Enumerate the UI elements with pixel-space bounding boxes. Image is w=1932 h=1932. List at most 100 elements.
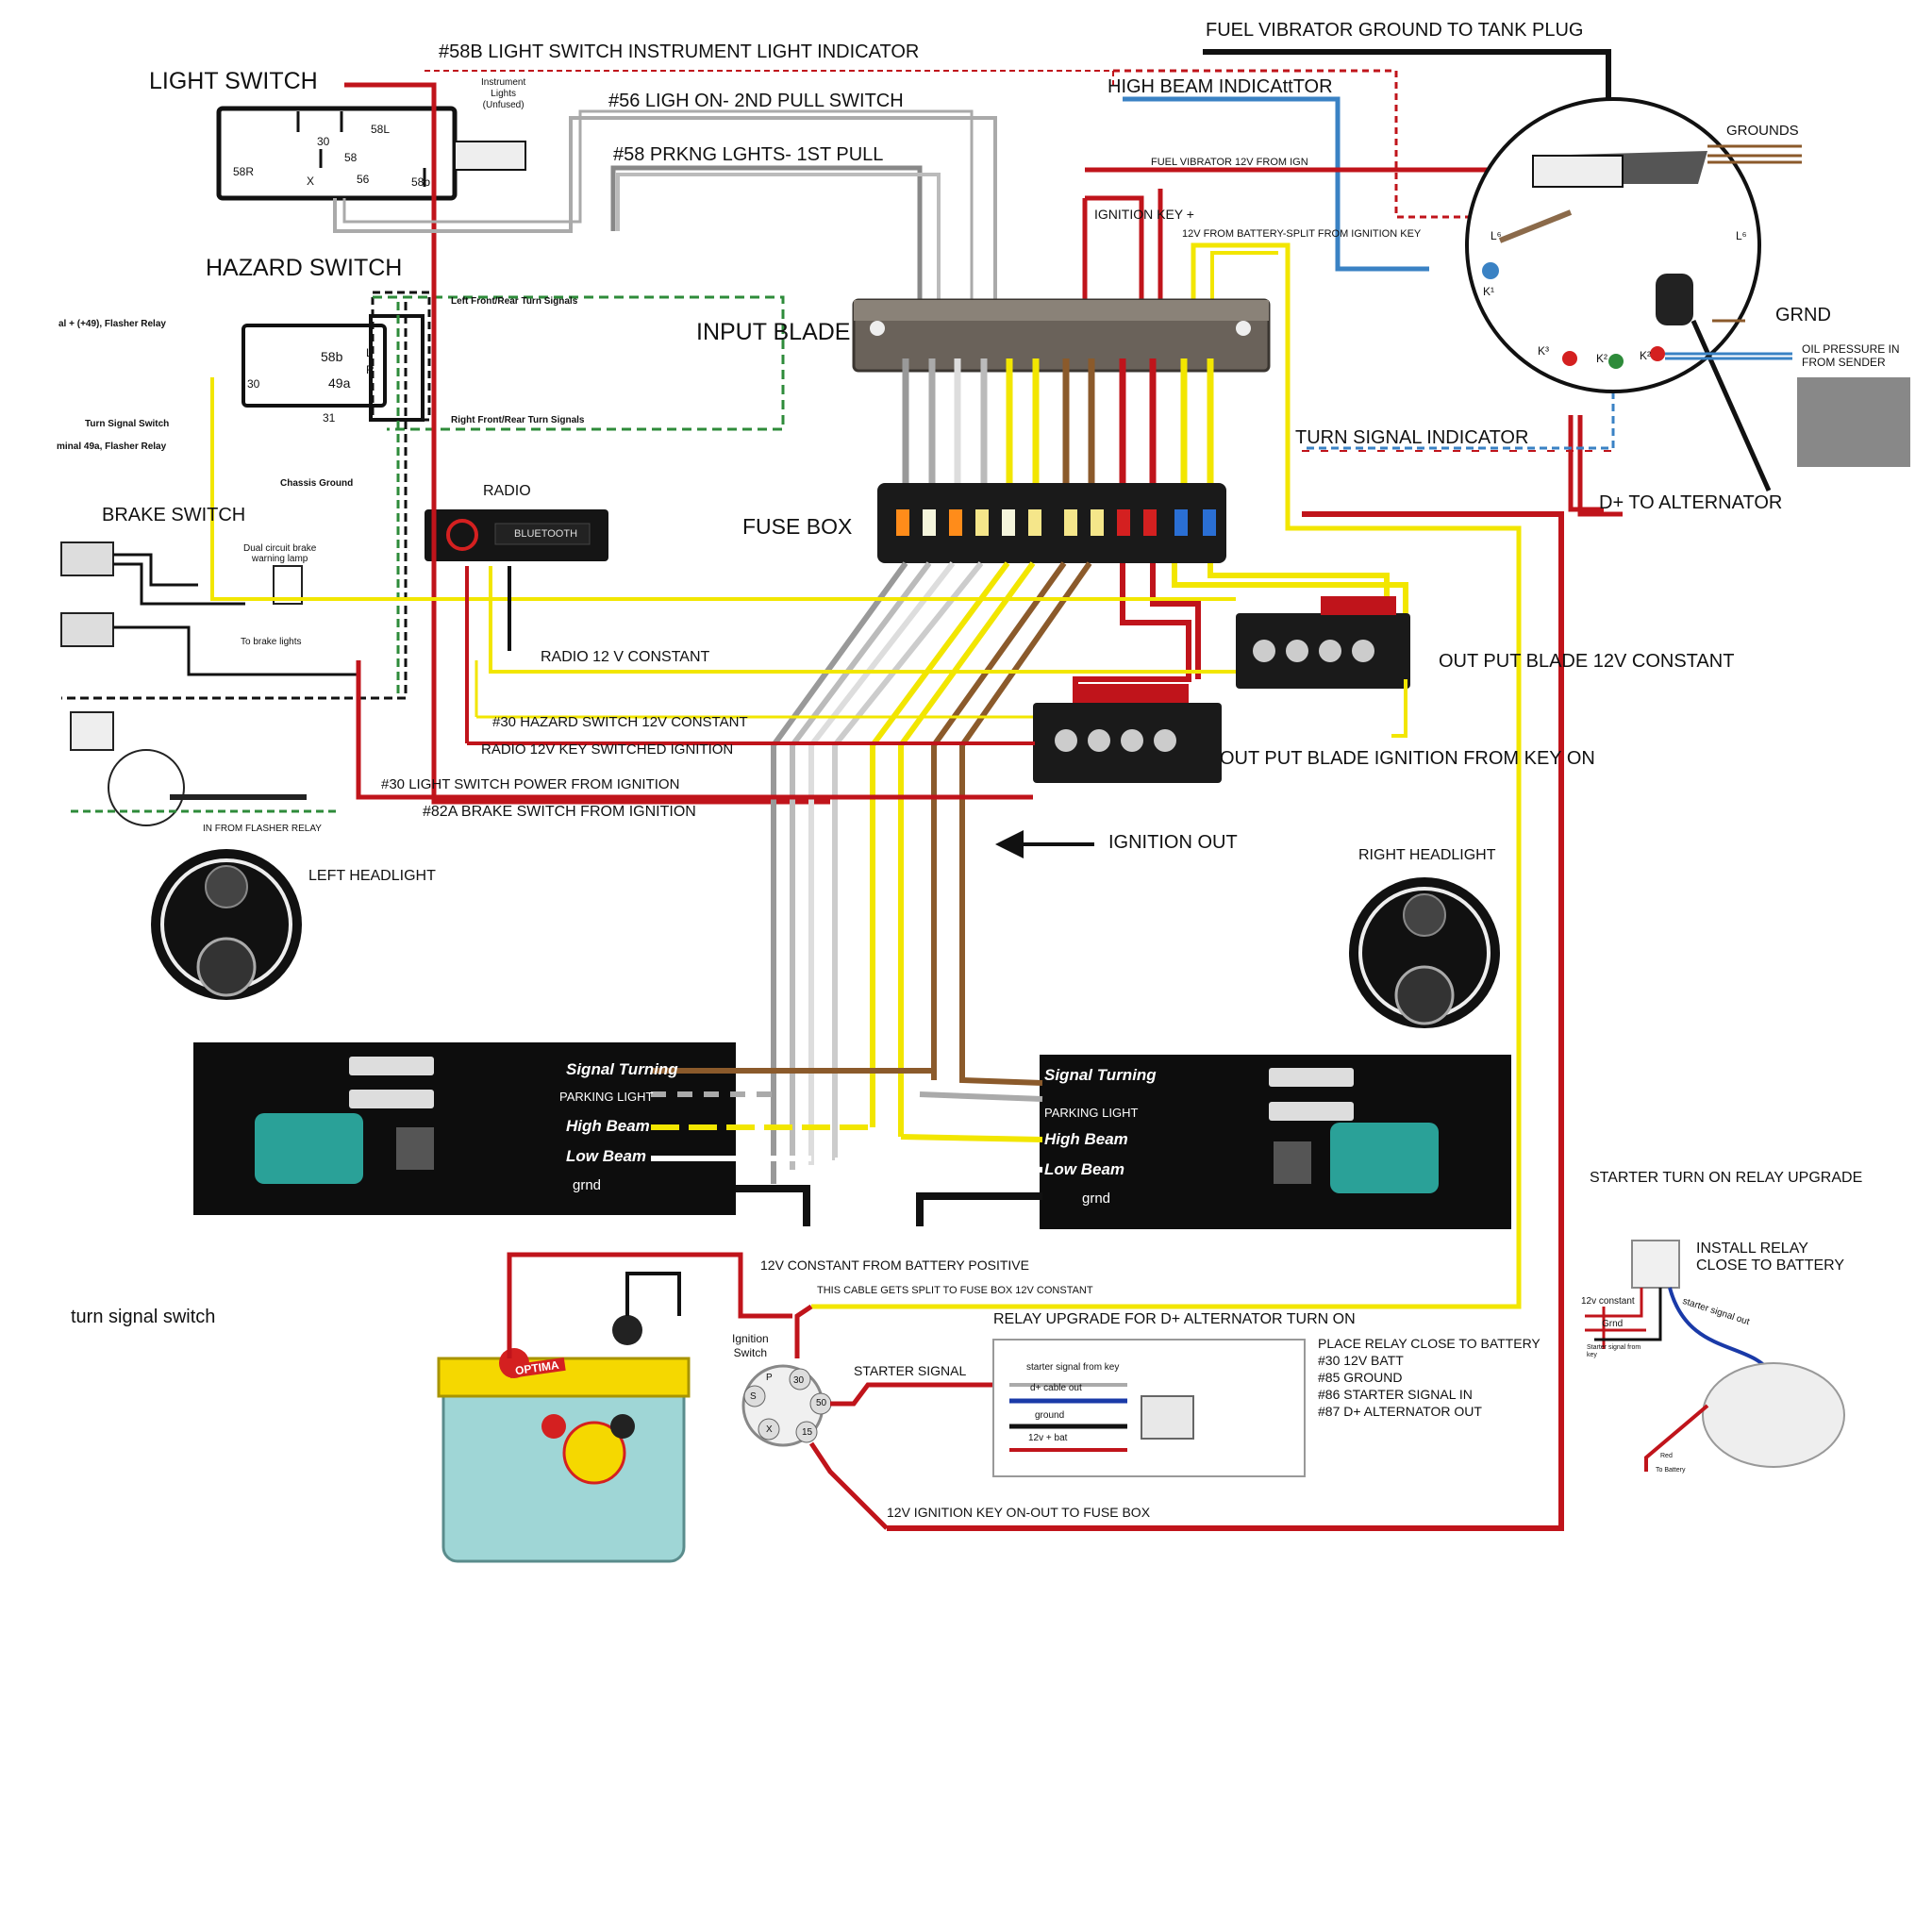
terminal-label: 56	[357, 173, 370, 186]
headlight-feed-wires	[651, 1066, 1043, 1226]
battery-split-label: 12V FROM BATTERY-SPLIT FROM IGNITION KEY	[1182, 228, 1422, 240]
terminal-label: 58R	[233, 165, 255, 178]
ignition-switch-label: Ignition Switch	[732, 1332, 769, 1359]
fuse-box	[877, 483, 1226, 563]
gauge-terminal-label: K¹	[1483, 285, 1494, 298]
grounds-label: GROUNDS	[1726, 123, 1799, 139]
right-low-beam: Low Beam	[1044, 1160, 1125, 1178]
light-switch-title: LIGHT SWITCH	[149, 68, 318, 94]
blade-to-fuse-wires	[902, 358, 1214, 491]
gauge-terminal-label: K²	[1640, 349, 1651, 362]
high-beam-indicator-label: HIGH BEAM INDICAttTOR	[1108, 76, 1333, 97]
right-connector	[1269, 1068, 1439, 1193]
grnd-label: GRND	[1775, 305, 1831, 325]
battery	[437, 1315, 691, 1563]
starter-signal-label: STARTER SIGNAL	[854, 1363, 967, 1378]
oil-sender-photo	[1797, 377, 1910, 467]
turn-signal-switch-title: turn signal switch	[71, 1307, 216, 1327]
terminal-label: L	[366, 346, 373, 359]
left-high-beam: High Beam	[566, 1117, 650, 1135]
relay-wire-label: starter signal from key	[1026, 1362, 1120, 1373]
terminal-label: X	[766, 1424, 773, 1435]
radio-title: RADIO	[483, 483, 531, 499]
dual-circuit-label: Dual circuit brake warning lamp	[243, 543, 317, 564]
left-signal-turning: Signal Turning	[566, 1060, 678, 1078]
fuel-vibrator-12v-label: FUEL VIBRATOR 12V FROM IGN	[1151, 157, 1308, 168]
flasher-relay-49-label: al + (+49), Flasher Relay	[58, 319, 166, 329]
left-headlight-image	[151, 849, 302, 1000]
terminal-label: 30	[793, 1375, 805, 1386]
terminal-label: S	[750, 1391, 757, 1402]
ignition-key-plus-label: IGNITION KEY +	[1094, 207, 1194, 222]
fuse-box-title: FUSE BOX	[742, 514, 853, 539]
ignition-switch	[741, 1364, 832, 1447]
output-blade-constant-title: OUT PUT BLADE 12V CONSTANT	[1439, 651, 1735, 672]
terminal-label: 31	[323, 411, 336, 425]
relay-wire-label: d+ cable out	[1030, 1383, 1082, 1393]
brake-switch-title: BRAKE SWITCH	[102, 505, 246, 525]
light-switch-power-label: #30 LIGHT SWITCH POWER FROM IGNITION	[381, 776, 680, 792]
starter-relay-wire-label: Red	[1660, 1453, 1673, 1459]
brake-switch-ignition-label: #82A BRAKE SWITCH FROM IGNITION	[423, 804, 696, 820]
terminal-label: 58b	[411, 175, 431, 189]
relay-upgrade-box	[992, 1339, 1306, 1477]
turn-signal-indicator-label: TURN SIGNAL INDICATOR	[1295, 427, 1529, 448]
fuel-vibrator-ground-label: FUEL VIBRATOR GROUND TO TANK PLUG	[1206, 20, 1584, 41]
left-connector	[255, 1057, 434, 1184]
to-brake-lights-label: To brake lights	[241, 637, 302, 647]
instrument-lights-label: Instrument Lights (Unfused)	[481, 77, 526, 110]
right-signal-turning: Signal Turning	[1044, 1066, 1157, 1084]
hazard-12v-constant-label: #30 HAZARD SWITCH 12V CONSTANT	[492, 714, 748, 730]
chassis-ground-label: Chassis Ground	[280, 478, 354, 489]
relay-note: #85 GROUND	[1318, 1370, 1403, 1385]
turn-signal-switch-sketch	[70, 711, 340, 826]
gauge-terminal-label: K³	[1538, 344, 1549, 358]
ignition-out-label: IGNITION OUT	[1108, 832, 1238, 853]
right-high-beam: High Beam	[1044, 1130, 1128, 1148]
turn-signal-switch-small-label: Turn Signal Switch	[85, 419, 170, 429]
terminal-label: 58b	[321, 349, 343, 364]
starter-relay-wire-label: Grnd	[1602, 1319, 1624, 1329]
radio-key-switched-label: RADIO 12V KEY SWITCHED IGNITION	[481, 741, 734, 758]
terminal-label: X	[307, 175, 315, 188]
instrument-gauge	[1465, 97, 1802, 492]
right-headlight-title: RIGHT HEADLIGHT	[1358, 847, 1496, 863]
relay-notes: PLACE RELAY CLOSE TO BATTERY #30 12V BAT…	[1318, 1335, 1541, 1420]
relay-note: #86 STARTER SIGNAL IN	[1318, 1387, 1473, 1402]
relay-wire-label: 12v + bat	[1028, 1433, 1068, 1443]
starter-relay-upgrade-title: STARTER TURN ON RELAY UPGRADE	[1590, 1170, 1863, 1186]
ignition-out-arrow	[995, 830, 1094, 858]
terminal-49a-label: minal 49a, Flasher Relay	[57, 441, 167, 452]
terminal-label: 49a	[328, 375, 351, 391]
starter-relay-wire-label: 12v constant	[1581, 1296, 1635, 1307]
oil-pressure-label: OIL PRESSURE IN FROM SENDER	[1802, 342, 1900, 369]
right-headlight-image	[1349, 877, 1500, 1028]
output-blade-ignition-title: OUT PUT BLADE IGNITION FROM KEY ON	[1220, 748, 1595, 769]
input-blade	[852, 298, 1271, 373]
relay-upgrade-dplus-title: RELAY UPGRADE FOR D+ ALTERNATOR TURN ON	[993, 1311, 1356, 1327]
in-from-flasher-label: IN FROM FLASHER RELAY	[203, 824, 322, 834]
right-grnd: grnd	[1082, 1191, 1111, 1207]
radio-display: BLUETOOTH	[514, 528, 578, 540]
gauge-terminal-label: K²	[1596, 352, 1607, 365]
wire-58-label: #58 PRKNG LGHTS- 1ST PULL	[613, 144, 884, 165]
radio-12v-constant-label: RADIO 12 V CONSTANT	[541, 649, 710, 665]
left-front-rear-label: Left Front/Rear Turn Signals	[451, 296, 578, 307]
left-headlight-title: LEFT HEADLIGHT	[308, 868, 436, 884]
right-parking-light: PARKING LIGHT	[1044, 1106, 1139, 1120]
terminal-label: 58	[344, 151, 358, 164]
wire-56-label: #56 LIGH ON- 2ND PULL SWITCH	[608, 91, 904, 111]
starter-relay-sketch	[1585, 1240, 1845, 1472]
relay-note: #30 12V BATT	[1318, 1353, 1404, 1368]
terminal-label: 15	[802, 1427, 813, 1438]
gauge-terminal-label: L⁶	[1736, 229, 1747, 242]
left-grnd: grnd	[573, 1177, 602, 1193]
left-parking-light: PARKING LIGHT	[559, 1090, 654, 1104]
relay-note: PLACE RELAY CLOSE TO BATTERY	[1318, 1336, 1541, 1351]
terminal-label: R	[366, 363, 375, 376]
wire-58b-label: #58B LIGHT SWITCH INSTRUMENT LIGHT INDIC…	[439, 42, 920, 62]
terminal-label: 58L	[371, 123, 391, 136]
terminal-label: 30	[317, 135, 330, 148]
starter-relay-wire-label: To Battery	[1656, 1467, 1686, 1474]
